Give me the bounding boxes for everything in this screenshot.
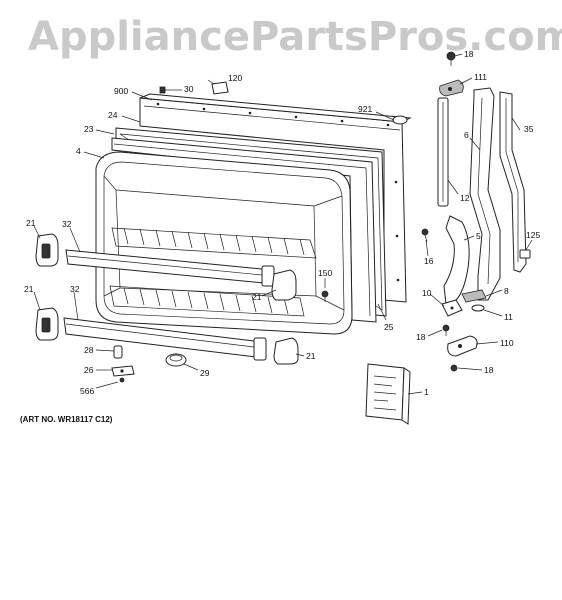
callout-21-middle: 21 — [252, 292, 262, 302]
leader-lines — [33, 53, 533, 395]
callout-35: 35 — [524, 124, 534, 134]
handle-end-125 — [519, 249, 531, 259]
hinge-plate-10 — [441, 299, 463, 317]
shelf-end-cap-lower-right — [273, 337, 299, 365]
callout-26: 26 — [84, 365, 94, 375]
callout-11: 11 — [504, 312, 513, 322]
callout-28: 28 — [84, 345, 94, 355]
callout-6: 6 — [464, 130, 469, 140]
top-hinge-111 — [439, 79, 464, 97]
shelf-end-cap-upper-left — [35, 233, 59, 267]
plug-28 — [113, 345, 123, 359]
callout-921: 921 — [358, 104, 372, 114]
callout-25: 25 — [384, 322, 394, 332]
callout-12: 12 — [460, 193, 470, 203]
hinge-pin-8 — [461, 289, 487, 303]
hinge-cover-26 — [111, 365, 135, 377]
watermark-text: AppliancePartsPros.com — [28, 14, 562, 60]
callout-10: 10 — [422, 288, 432, 298]
callout-32-lower: 32 — [70, 284, 80, 294]
callout-18-top: 18 — [464, 49, 474, 59]
callout-111: 111 — [474, 72, 487, 82]
callout-32-upper: 32 — [62, 219, 72, 229]
screw-566 — [119, 377, 125, 383]
screw-30 — [159, 86, 172, 94]
hinge-cover-6 — [469, 87, 501, 301]
screw-18-top — [446, 51, 456, 66]
callout-16: 16 — [424, 256, 434, 266]
callout-566: 566 — [80, 386, 94, 396]
screw-150 — [321, 290, 329, 302]
door-inner-liner — [95, 151, 353, 335]
callout-29: 29 — [200, 368, 210, 378]
callout-labels: 18 120 900 30 111 24 921 35 23 6 4 12 21… — [24, 49, 540, 397]
callout-8: 8 — [504, 286, 509, 296]
art-number: (ART NO. WR18117 C12) — [20, 415, 113, 424]
door-stop-12 — [437, 97, 449, 207]
shelf-bar-lower — [63, 317, 267, 361]
screw-16 — [421, 228, 429, 243]
callout-18-bottom: 18 — [484, 365, 494, 375]
hinge-bracket-5 — [443, 215, 470, 305]
callout-21-lower-left: 21 — [24, 284, 34, 294]
callout-900: 900 — [114, 86, 128, 96]
plug-921 — [392, 115, 408, 125]
bumper-29 — [165, 353, 187, 367]
callout-150: 150 — [318, 268, 332, 278]
callout-24: 24 — [108, 110, 118, 120]
callout-18-middle: 18 — [416, 332, 426, 342]
callout-21-lower-right: 21 — [306, 351, 316, 361]
shelf-end-cap-lower-left — [35, 307, 59, 341]
callout-30: 30 — [184, 84, 194, 94]
door-handle-35 — [499, 91, 527, 273]
washer-11 — [471, 304, 485, 312]
callout-125: 125 — [526, 230, 540, 240]
screw-18-middle — [442, 324, 450, 336]
bottom-hinge-110 — [447, 335, 478, 357]
callout-4: 4 — [76, 146, 81, 156]
plug-120 — [211, 81, 229, 95]
callout-21-upper-left: 21 — [26, 218, 36, 228]
callout-23: 23 — [84, 124, 94, 134]
callout-110: 110 — [500, 338, 514, 348]
callout-5: 5 — [476, 231, 481, 241]
shelf-end-cap-right-middle — [271, 269, 297, 301]
callout-1: 1 — [424, 387, 429, 397]
instruction-booklet — [365, 363, 411, 425]
callout-120: 120 — [228, 73, 242, 83]
screw-18-bottom — [450, 364, 458, 372]
